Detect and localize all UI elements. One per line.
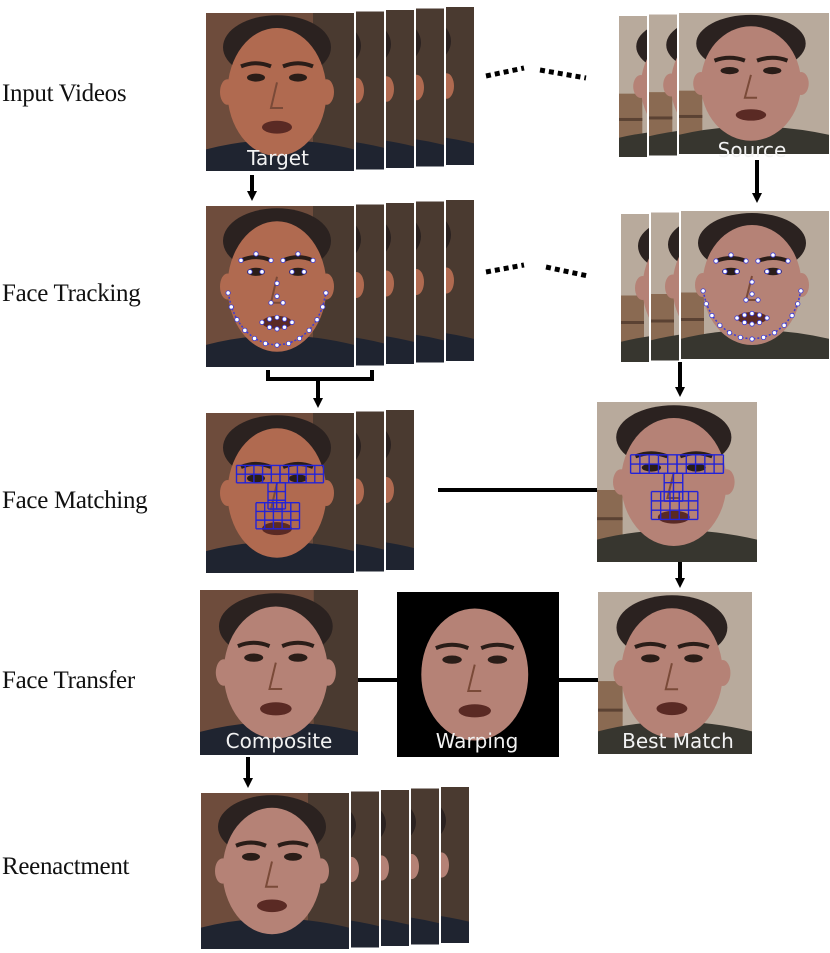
warping-tile [397, 592, 559, 757]
composite-tile [200, 590, 358, 755]
label-input-videos: Input Videos [2, 80, 127, 107]
label-reenactment: Reenactment [2, 853, 130, 880]
target-video-stack [204, 5, 476, 173]
tracked-target-stack [204, 198, 476, 369]
label-face-matching: Face Matching [2, 487, 148, 514]
tracked-target-stack-front [204, 204, 356, 369]
ellipsis-input-right [539, 67, 587, 81]
connectors [243, 65, 762, 788]
label-face-tracking: Face Tracking [2, 280, 141, 307]
target-label: Target [246, 146, 309, 170]
tracked-source-stack-front [679, 209, 830, 361]
composite-label: Composite [226, 729, 333, 753]
ellipsis-tracking-left [485, 262, 525, 275]
matching-source-tile [597, 402, 757, 562]
landmarks [225, 251, 329, 348]
source-label: Source [718, 138, 787, 162]
best-match-tile [598, 592, 752, 754]
matching-grid [629, 454, 725, 521]
tracking-bracket [266, 370, 374, 381]
reenactment-stack-front [199, 791, 351, 951]
source-video-stack [617, 11, 830, 159]
ellipsis-input-left [485, 65, 525, 79]
ellipsis-tracking-right [545, 264, 589, 279]
source-video-stack-front [677, 11, 830, 156]
tracked-source-stack [619, 209, 830, 364]
matching-target-stack-front [204, 411, 356, 575]
best-match-label: Best Match [622, 729, 734, 753]
landmarks [700, 252, 804, 342]
matching-target-stack [204, 408, 416, 575]
reenactment-stack [199, 785, 471, 951]
label-face-transfer: Face Transfer [2, 667, 135, 694]
warping-label: Warping [436, 729, 519, 753]
target-video-stack-front [204, 11, 356, 173]
matching-grid [235, 464, 325, 530]
